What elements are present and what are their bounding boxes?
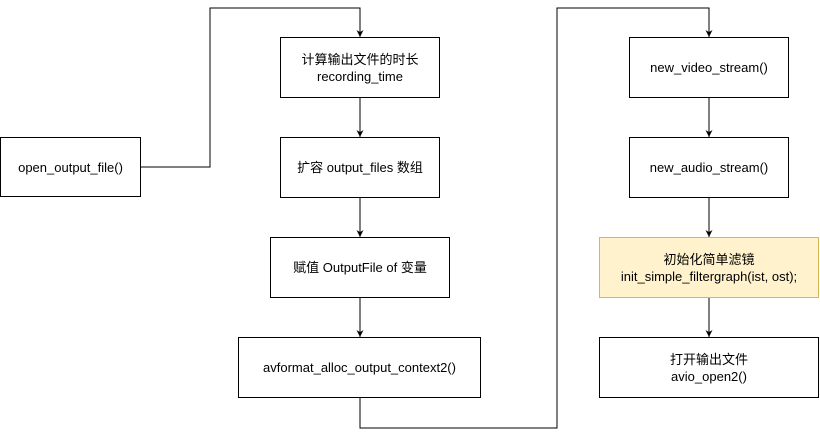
node-label-line: init_simple_filtergraph(ist, ost);: [620, 268, 798, 284]
node-expand-output-files: 扩容 output_files 数组: [280, 137, 440, 198]
node-label-line: open_output_file(): [18, 159, 123, 175]
node-open-output-file: open_output_file(): [0, 137, 141, 197]
node-label-line: 计算输出文件的时长: [301, 51, 419, 67]
node-label-line: 初始化简单滤镜: [663, 251, 755, 267]
node-label-line: 赋值 OutputFile of 变量: [293, 260, 427, 275]
node-assign-outputfile: 赋值 OutputFile of 变量: [270, 237, 450, 298]
edge-avformat-alloc-to-new-video-stream: [359, 7, 713, 429]
node-label-line: new_audio_stream(): [649, 160, 769, 175]
node-label-line: 打开输出文件: [669, 351, 748, 367]
node-label-line: recording_time: [317, 68, 403, 84]
node-label-line: new_video_stream(): [650, 60, 768, 75]
node-new-audio-stream: new_audio_stream(): [629, 137, 789, 198]
node-label-line: avio_open2(): [671, 368, 747, 384]
node-label-line: 扩容 output_files 数组: [297, 160, 423, 175]
node-avformat-alloc: avformat_alloc_output_context2(): [238, 337, 481, 398]
edge-open-output-file-to-calc-recording-time: [141, 7, 364, 168]
node-label-line: avformat_alloc_output_context2(): [263, 360, 456, 375]
node-new-video-stream: new_video_stream(): [629, 37, 789, 98]
